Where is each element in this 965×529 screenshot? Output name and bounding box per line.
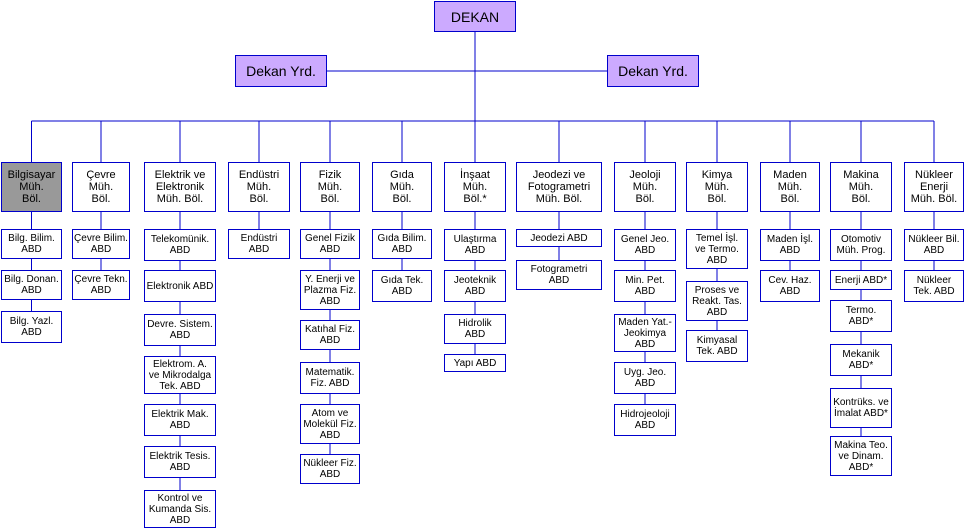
division-box[interactable]: Matematik. Fiz. ABD (300, 362, 360, 394)
division-box[interactable]: Temel İşl. ve Termo. ABD (686, 229, 748, 269)
division-box[interactable]: Enerji ABD* (830, 270, 892, 290)
division-box[interactable]: Atom ve Molekül Fiz. ABD (300, 404, 360, 444)
department-box[interactable]: Çevre Müh. Böl. (72, 162, 130, 212)
division-box[interactable]: Endüstri ABD (228, 229, 290, 259)
division-box[interactable]: Jeodezi ABD (516, 229, 602, 247)
division-box[interactable]: Telekomünik. ABD (144, 229, 216, 261)
department-box[interactable]: Elektrik ve Elektronik Müh. Böl. (144, 162, 216, 212)
division-box[interactable]: Proses ve Reakt. Tas. ABD (686, 281, 748, 321)
department-box[interactable]: Jeodezi ve Fotogrametri Müh. Böl. (516, 162, 602, 212)
division-box[interactable]: Cev. Haz. ABD (760, 270, 820, 302)
division-box[interactable]: Mekanik ABD* (830, 344, 892, 376)
department-box[interactable]: Bilgisayar Müh. Böl. (1, 162, 62, 212)
division-box[interactable]: Hidrolik ABD (444, 314, 506, 344)
division-box[interactable]: Devre. Sistem. ABD (144, 314, 216, 346)
division-box[interactable]: Termo. ABD* (830, 300, 892, 332)
division-box[interactable]: Bilg. Yazl. ABD (1, 311, 62, 343)
division-box[interactable]: Uyg. Jeo. ABD (614, 362, 676, 394)
division-box[interactable]: Ulaştırma ABD (444, 229, 506, 261)
division-box[interactable]: Min. Pet. ABD (614, 270, 676, 302)
division-box[interactable]: Jeoteknik ABD (444, 270, 506, 302)
division-box[interactable]: Çevre Bilim. ABD (72, 229, 130, 259)
department-box[interactable]: Gıda Müh. Böl. (372, 162, 432, 212)
department-box[interactable]: Makina Müh. Böl. (830, 162, 892, 212)
division-box[interactable]: Genel Fizik ABD (300, 229, 360, 259)
division-box[interactable]: Kontrüks. ve İmalat ABD* (830, 388, 892, 428)
deputy-dean-box[interactable]: Dekan Yrd. (235, 55, 327, 87)
division-box[interactable]: Gıda Tek. ABD (372, 270, 432, 302)
department-box[interactable]: Nükleer Enerji Müh. Böl. (904, 162, 964, 212)
division-box[interactable]: Bilg. Donan. ABD (1, 270, 62, 300)
division-box[interactable]: Elektrik Mak. ABD (144, 404, 216, 436)
division-box[interactable]: Kimyasal Tek. ABD (686, 330, 748, 362)
division-box[interactable]: Gıda Bilim. ABD (372, 229, 432, 259)
division-box[interactable]: Yapı ABD (444, 354, 506, 372)
division-box[interactable]: Elektrom. A. ve Mikrodalga Tek. ABD (144, 356, 216, 394)
division-box[interactable]: Nükleer Tek. ABD (904, 270, 964, 302)
division-box[interactable]: Elektrik Tesis. ABD (144, 446, 216, 478)
division-box[interactable]: Elektronik ABD (144, 270, 216, 302)
division-box[interactable]: Fotogrametri ABD (516, 260, 602, 290)
division-box[interactable]: Hidrojeoloji ABD (614, 404, 676, 436)
division-box[interactable]: Kontrol ve Kumanda Sis. ABD (144, 490, 216, 528)
department-box[interactable]: Endüstri Müh. Böl. (228, 162, 290, 212)
department-box[interactable]: Jeoloji Müh. Böl. (614, 162, 676, 212)
department-box[interactable]: Fizik Müh. Böl. (300, 162, 360, 212)
division-box[interactable]: Genel Jeo. ABD (614, 229, 676, 261)
division-box[interactable]: Makina Teo. ve Dinam. ABD* (830, 436, 892, 476)
division-box[interactable]: Nükleer Fiz. ABD (300, 454, 360, 484)
division-box[interactable]: Maden Yat.- Jeokimya ABD (614, 314, 676, 352)
division-box[interactable]: Otomotiv Müh. Prog. (830, 229, 892, 261)
department-box[interactable]: Maden Müh. Böl. (760, 162, 820, 212)
division-box[interactable]: Y. Enerji ve Plazma Fiz. ABD (300, 270, 360, 310)
department-box[interactable]: İnşaat Müh. Böl.* (444, 162, 506, 212)
dekan-box[interactable]: DEKAN (434, 1, 516, 32)
deputy-dean-box[interactable]: Dekan Yrd. (607, 55, 699, 87)
division-box[interactable]: Katıhal Fiz. ABD (300, 320, 360, 350)
department-box[interactable]: Kimya Müh. Böl. (686, 162, 748, 212)
division-box[interactable]: Nükleer Bil. ABD (904, 229, 964, 261)
division-box[interactable]: Çevre Tekn. ABD (72, 270, 130, 300)
division-box[interactable]: Bilg. Bilim. ABD (1, 229, 62, 259)
division-box[interactable]: Maden İşl. ABD (760, 229, 820, 261)
